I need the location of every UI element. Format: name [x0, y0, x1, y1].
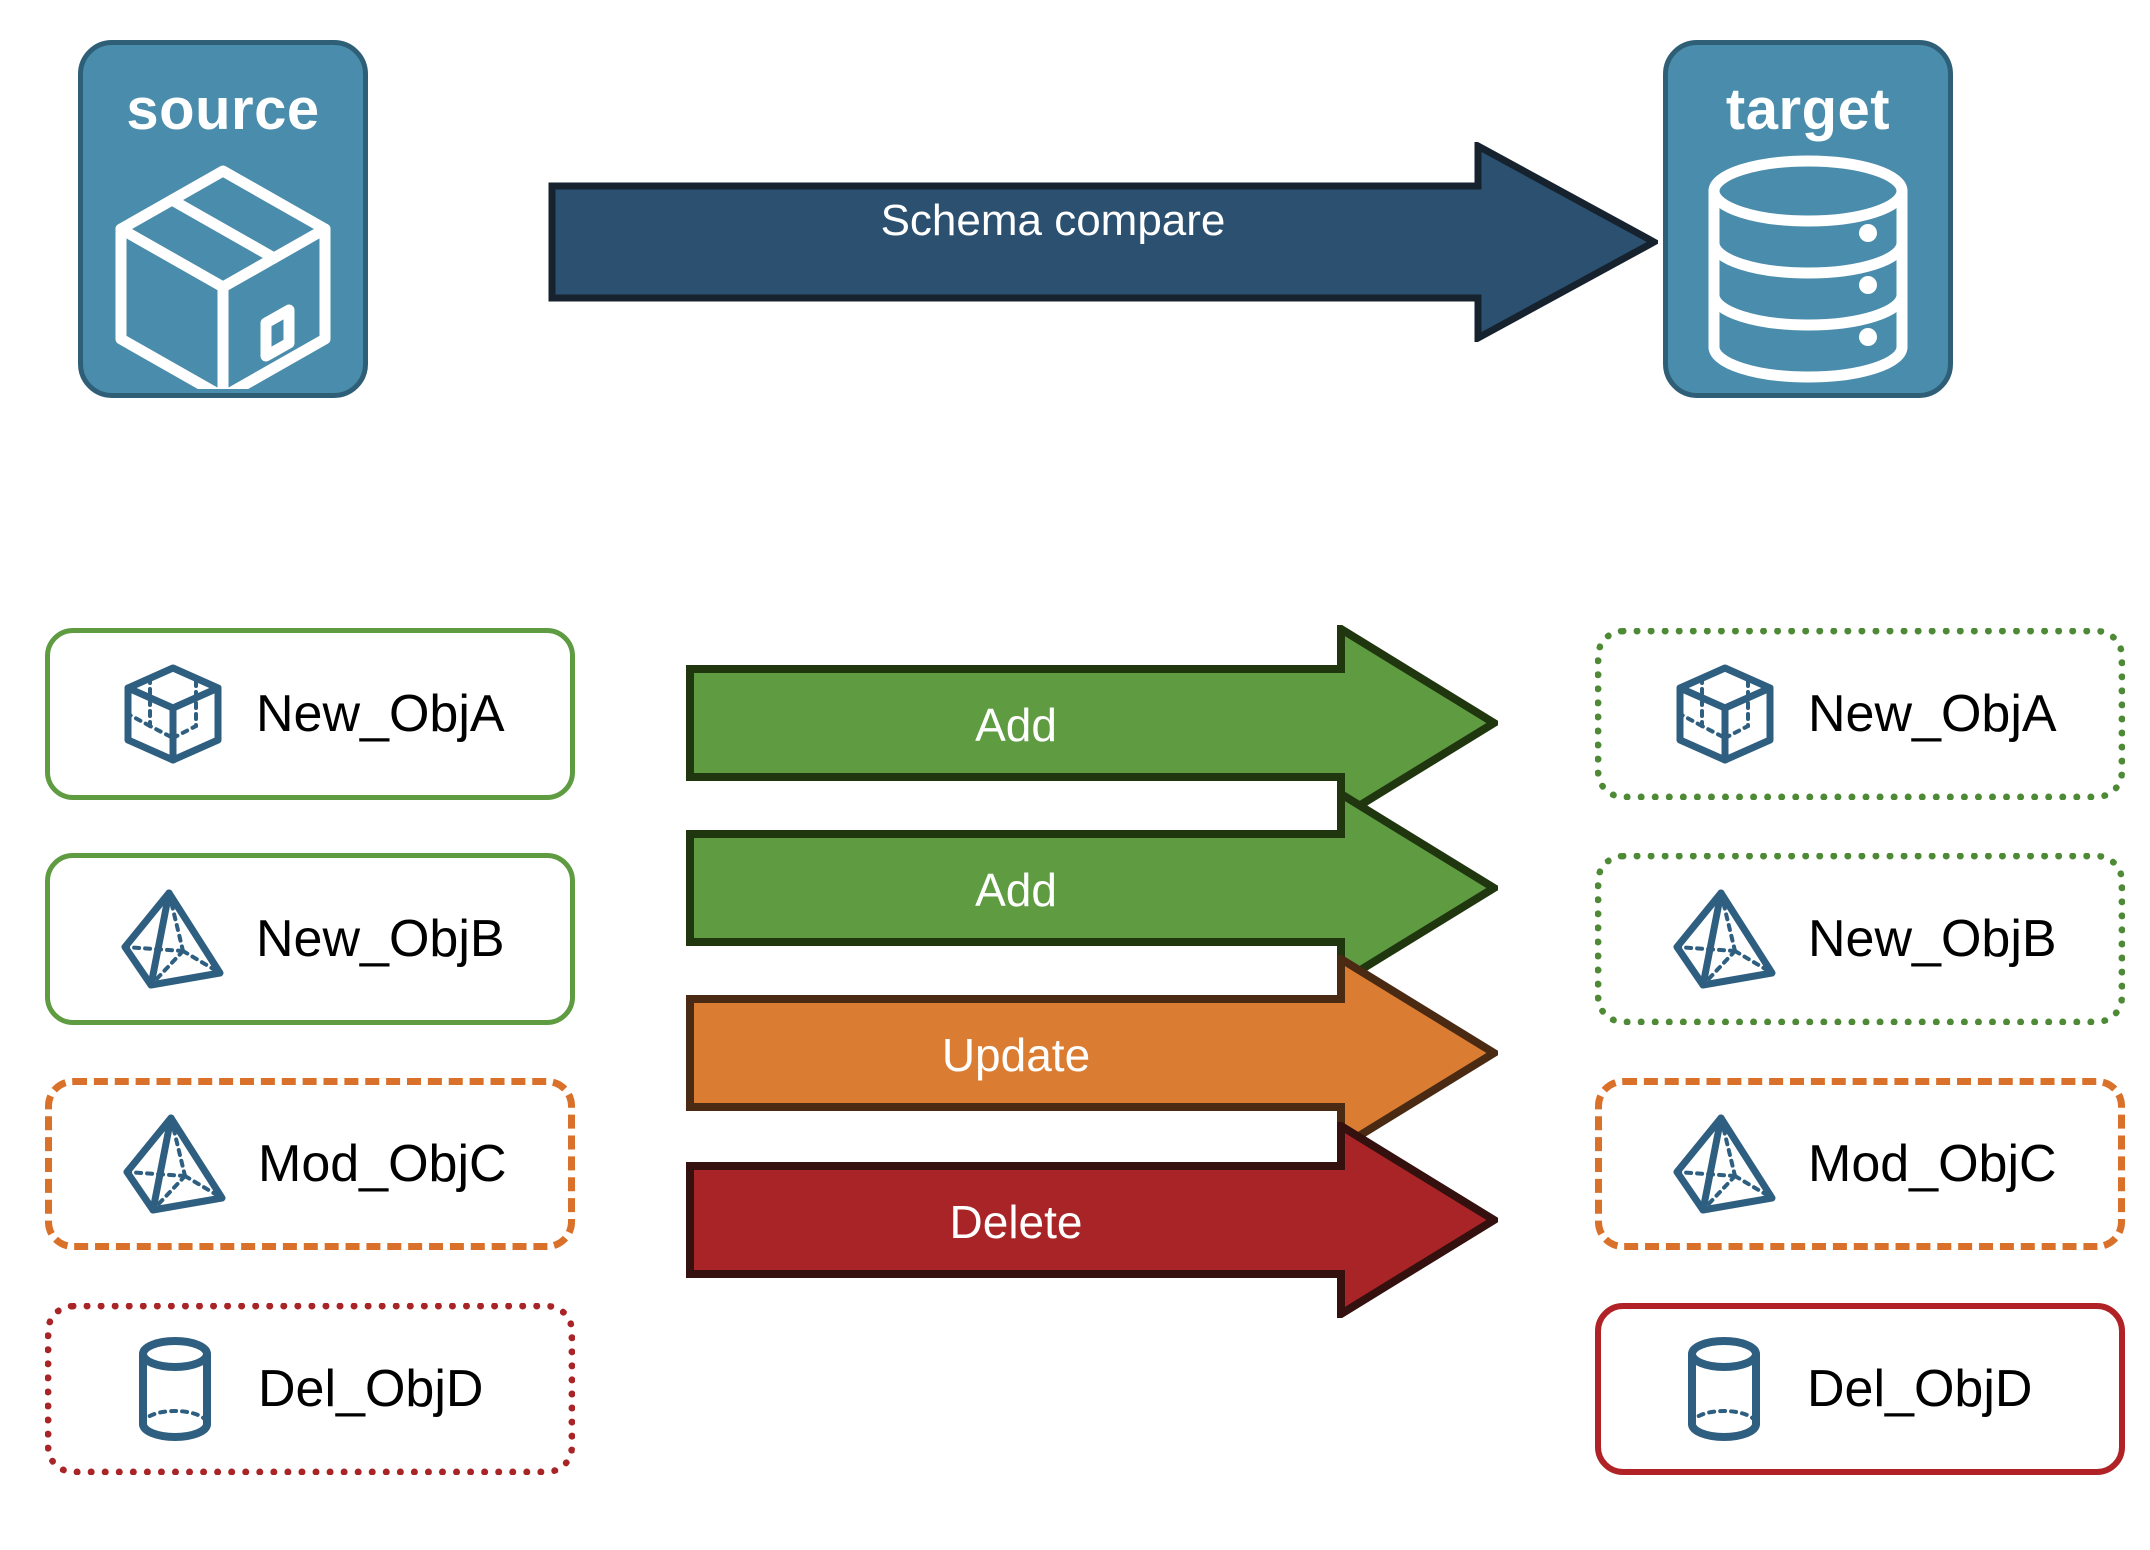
row-arrow-0 [686, 621, 1502, 825]
row-arrow-2 [686, 951, 1502, 1155]
pyramid-wireframe-icon [1660, 885, 1790, 993]
pyramid-wireframe-icon [110, 1110, 240, 1218]
source-object-card-row-0[interactable]: New_ObjA [45, 628, 575, 800]
source-object-label-row-1: New_ObjB [256, 910, 505, 968]
target-object-label-row-2: Mod_ObjC [1808, 1135, 2057, 1193]
row-arrow-1 [686, 786, 1502, 990]
target-title: target [1725, 77, 1891, 142]
source-endpoint-card: source [78, 40, 368, 403]
cylinder-wireframe-icon [110, 1334, 240, 1444]
source-object-card-row-2[interactable]: Mod_ObjC [45, 1078, 575, 1250]
cube-wireframe-icon [108, 660, 238, 768]
source-title: source [126, 77, 320, 142]
pyramid-wireframe-icon [108, 885, 238, 993]
target-object-label-row-1: New_ObjB [1808, 910, 2057, 968]
target-object-card-row-0[interactable]: New_ObjA [1595, 628, 2125, 800]
target-object-card-row-1[interactable]: New_ObjB [1595, 853, 2125, 1025]
row-arrow-label-3: Delete [949, 1196, 1083, 1248]
cube-wireframe-icon [1660, 660, 1790, 768]
source-object-card-row-3[interactable]: Del_ObjD [45, 1303, 575, 1475]
schema-compare-arrow [548, 140, 1662, 344]
database-cylinder-icon [1698, 153, 1918, 390]
pyramid-wireframe-icon [1660, 1110, 1790, 1218]
row-arrow-3 [686, 1118, 1502, 1322]
target-object-card-row-2[interactable]: Mod_ObjC [1595, 1078, 2125, 1250]
source-object-label-row-3: Del_ObjD [258, 1360, 484, 1418]
source-object-card-row-1[interactable]: New_ObjB [45, 853, 575, 1025]
row-arrow-label-2: Update [941, 1029, 1091, 1081]
cylinder-wireframe-icon [1659, 1334, 1789, 1444]
target-object-card-row-3[interactable]: Del_ObjD [1595, 1303, 2125, 1475]
row-arrow-label-0: Add [975, 699, 1057, 751]
target-object-label-row-0: New_ObjA [1808, 685, 2057, 743]
target-endpoint-card: target [1663, 40, 1953, 398]
package-box-icon [103, 153, 343, 403]
source-object-label-row-2: Mod_ObjC [258, 1135, 507, 1193]
target-object-label-row-3: Del_ObjD [1807, 1360, 2033, 1418]
source-object-label-row-0: New_ObjA [256, 685, 505, 743]
row-arrow-label-1: Add [975, 864, 1057, 916]
